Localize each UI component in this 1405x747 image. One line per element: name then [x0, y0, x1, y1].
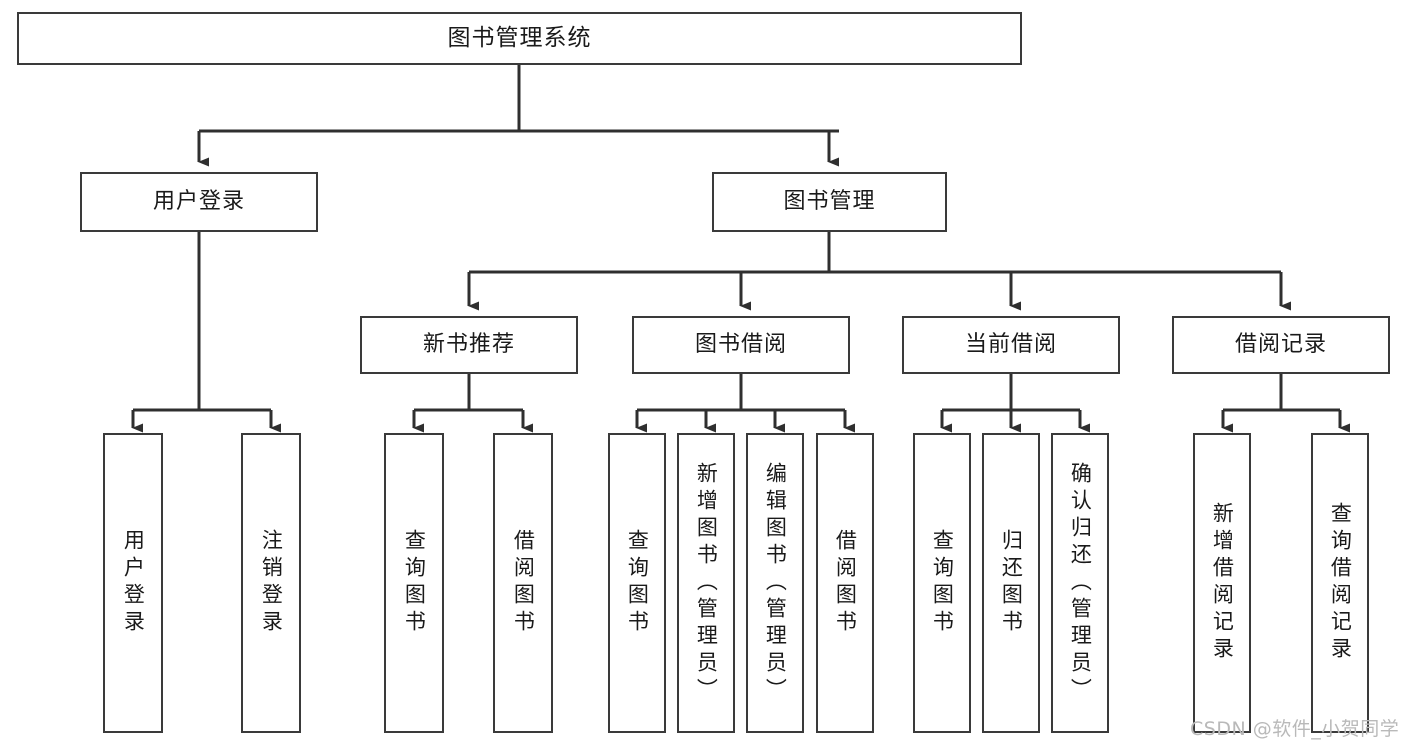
node-borrow-record-label: 借阅记录	[1234, 331, 1327, 357]
leaf-book-borrow-query-label: 查询图书	[625, 529, 650, 637]
leaf-user-login-login[interactable]: 用户登录	[103, 433, 163, 733]
leaf-borrow-record-query-label: 查询借阅记录	[1328, 502, 1353, 664]
node-book-management-label: 图书管理	[783, 188, 876, 214]
node-root-system-label: 图书管理系统	[447, 24, 592, 51]
leaf-current-borrow-query-label: 查询图书	[930, 529, 955, 637]
leaf-borrow-record-add-label: 新增借阅记录	[1210, 502, 1235, 664]
leaf-current-borrow-return[interactable]: 归还图书	[982, 433, 1040, 733]
leaf-user-login-login-label: 用户登录	[121, 529, 146, 637]
node-current-borrow[interactable]: 当前借阅	[902, 316, 1120, 374]
leaf-book-borrow-add[interactable]: 新增图书（管理员）	[677, 433, 735, 733]
leaf-borrow-record-add[interactable]: 新增借阅记录	[1193, 433, 1251, 733]
node-user-login[interactable]: 用户登录	[80, 172, 318, 232]
leaf-new-book-query-label: 查询图书	[402, 529, 427, 637]
leaf-borrow-record-query[interactable]: 查询借阅记录	[1311, 433, 1369, 733]
leaf-book-borrow-edit-label: 编辑图书（管理员）	[763, 461, 788, 705]
node-book-borrow-label: 图书借阅	[694, 331, 787, 357]
node-root-system[interactable]: 图书管理系统	[17, 12, 1022, 65]
leaf-book-borrow-borrow[interactable]: 借阅图书	[816, 433, 874, 733]
leaf-current-borrow-query[interactable]: 查询图书	[913, 433, 971, 733]
leaf-book-borrow-add-label: 新增图书（管理员）	[694, 461, 719, 705]
leaf-current-borrow-return-label: 归还图书	[999, 529, 1024, 637]
node-book-borrow[interactable]: 图书借阅	[632, 316, 850, 374]
node-borrow-record[interactable]: 借阅记录	[1172, 316, 1390, 374]
leaf-current-borrow-confirm-return[interactable]: 确认归还（管理员）	[1051, 433, 1109, 733]
leaf-current-borrow-confirm-return-label: 确认归还（管理员）	[1068, 461, 1093, 705]
leaf-new-book-borrow[interactable]: 借阅图书	[493, 433, 553, 733]
leaf-user-login-logout-label: 注销登录	[259, 529, 284, 637]
watermark-text: CSDN @软件_小贺同学	[1190, 718, 1400, 740]
node-new-book-recommend-label: 新书推荐	[422, 331, 515, 357]
leaf-user-login-logout[interactable]: 注销登录	[241, 433, 301, 733]
leaf-book-borrow-edit[interactable]: 编辑图书（管理员）	[746, 433, 804, 733]
leaf-book-borrow-borrow-label: 借阅图书	[833, 529, 858, 637]
leaf-new-book-borrow-label: 借阅图书	[511, 529, 536, 637]
leaf-new-book-query[interactable]: 查询图书	[384, 433, 444, 733]
node-book-management[interactable]: 图书管理	[712, 172, 947, 232]
node-user-login-label: 用户登录	[152, 188, 245, 214]
leaf-book-borrow-query[interactable]: 查询图书	[608, 433, 666, 733]
node-new-book-recommend[interactable]: 新书推荐	[360, 316, 578, 374]
node-current-borrow-label: 当前借阅	[964, 331, 1057, 357]
